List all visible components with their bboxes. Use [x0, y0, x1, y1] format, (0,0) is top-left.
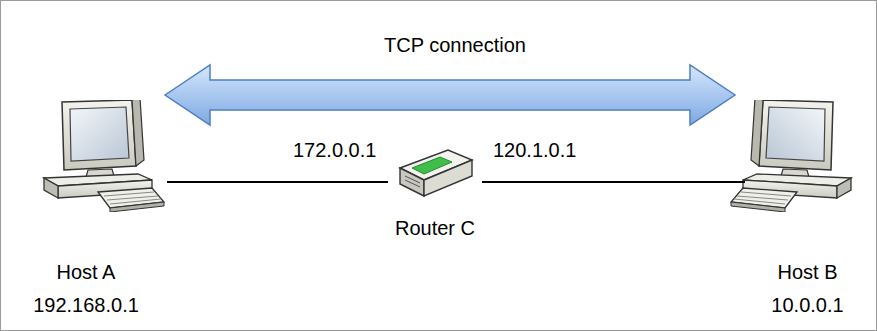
host-node: Router C [388, 140, 482, 245]
router-icon [400, 150, 472, 196]
host-name: Host A [57, 256, 116, 289]
tcp-arrow [165, 65, 735, 125]
ip-address: 10.0.0.1 [771, 289, 843, 322]
connection-label: TCP connection [384, 33, 526, 57]
host-node: Host B10.0.0.1 [745, 100, 870, 322]
ip-address: 192.168.0.1 [33, 289, 139, 322]
computer-icon [731, 98, 851, 212]
link-line [482, 181, 745, 183]
host-name: Router C [395, 212, 475, 245]
computer-icon [44, 98, 164, 212]
link-line [167, 181, 388, 183]
host-name: Host B [777, 256, 837, 289]
interface-address: 120.1.0.1 [493, 138, 576, 162]
host-node: Host A192.168.0.1 [5, 100, 167, 322]
interface-address: 172.0.0.1 [293, 138, 376, 162]
